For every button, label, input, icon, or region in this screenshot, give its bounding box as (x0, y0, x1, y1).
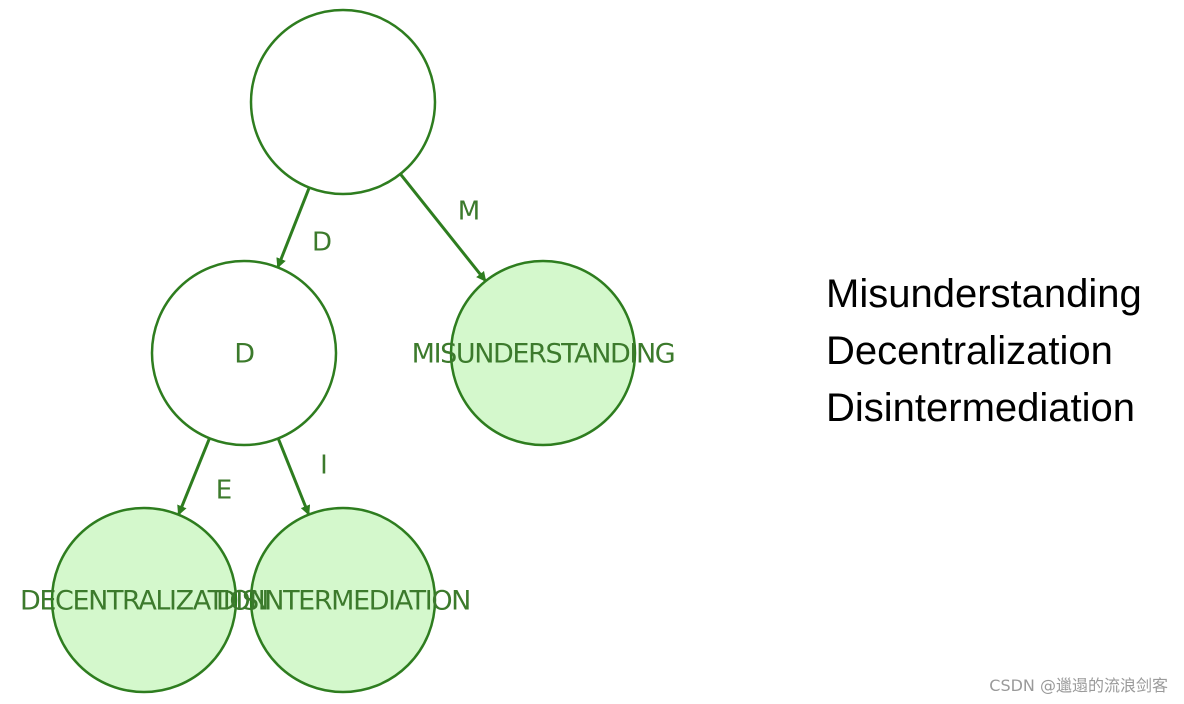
node-d (150, 259, 338, 447)
node-misunderstanding (449, 259, 637, 447)
node-label-decentralization: DECENTRALIZATION (20, 586, 268, 617)
edge-label-root-misunderstanding: M (458, 197, 480, 227)
node-root (249, 8, 437, 196)
word-item-misunderstanding: Misunderstanding (826, 272, 1142, 316)
nodes-layer: D MISUNDERSTANDING DECENTRALIZATIONDISINTE… (20, 8, 676, 694)
edge-d-decentralization (177, 437, 211, 516)
node-decentralization (50, 506, 238, 694)
edge-root-d (276, 187, 311, 269)
edge-label-d-decentralization: E (216, 476, 232, 506)
node-disintermediation (249, 506, 437, 694)
word-item-decentralization: Decentralization (826, 329, 1113, 373)
edge-d-disintermediation (276, 437, 311, 516)
node-label-d: D (234, 339, 254, 370)
edge-label-d-disintermediation: I (320, 451, 328, 481)
word-list: Misunderstanding Decentralization Disint… (826, 266, 1142, 437)
node-label-disintermediation: DISINTERMEDIATION (216, 586, 470, 617)
edge-label-root-d: D (312, 228, 332, 258)
edges-layer: D M E I (177, 173, 487, 516)
node-label-misunderstanding: MISUNDERSTANDING (412, 339, 675, 370)
watermark: CSDN @邋遢的流浪剑客 (989, 676, 1168, 695)
edge-root-misunderstanding (399, 173, 487, 282)
word-item-disintermediation: Disintermediation (826, 386, 1136, 430)
